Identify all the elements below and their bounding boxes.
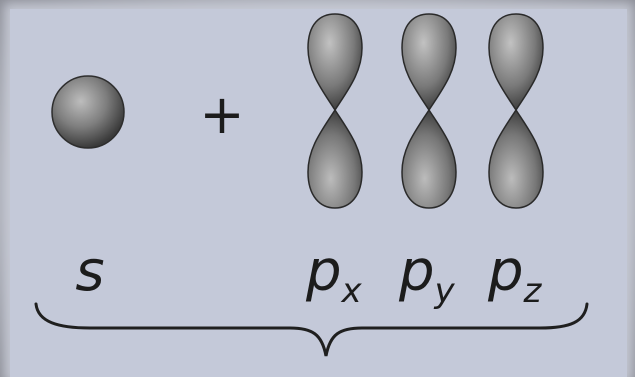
s-orbital-sphere — [51, 75, 125, 149]
px-label-subscript: x — [341, 271, 363, 311]
py-label-main: p — [398, 239, 435, 304]
px-label: px — [305, 239, 363, 311]
pz-upper-lobe — [488, 13, 544, 112]
s-label: s — [75, 239, 104, 304]
py-label: py — [398, 239, 456, 311]
px-label-main: p — [305, 239, 342, 304]
py-lower-lobe — [401, 108, 457, 209]
py-upper-lobe — [401, 13, 457, 112]
px-orbital — [307, 13, 363, 209]
grouping-brace — [34, 302, 589, 357]
plus-sign: + — [199, 83, 244, 146]
py-label-subscript: y — [434, 271, 456, 311]
py-orbital — [401, 13, 457, 209]
pz-label-main: p — [487, 239, 524, 304]
px-lower-lobe — [307, 108, 363, 209]
pz-label: pz — [487, 239, 543, 311]
px-upper-lobe — [307, 13, 363, 112]
pz-lower-lobe — [488, 108, 544, 209]
pz-label-subscript: z — [523, 271, 543, 311]
pz-orbital — [488, 13, 544, 209]
